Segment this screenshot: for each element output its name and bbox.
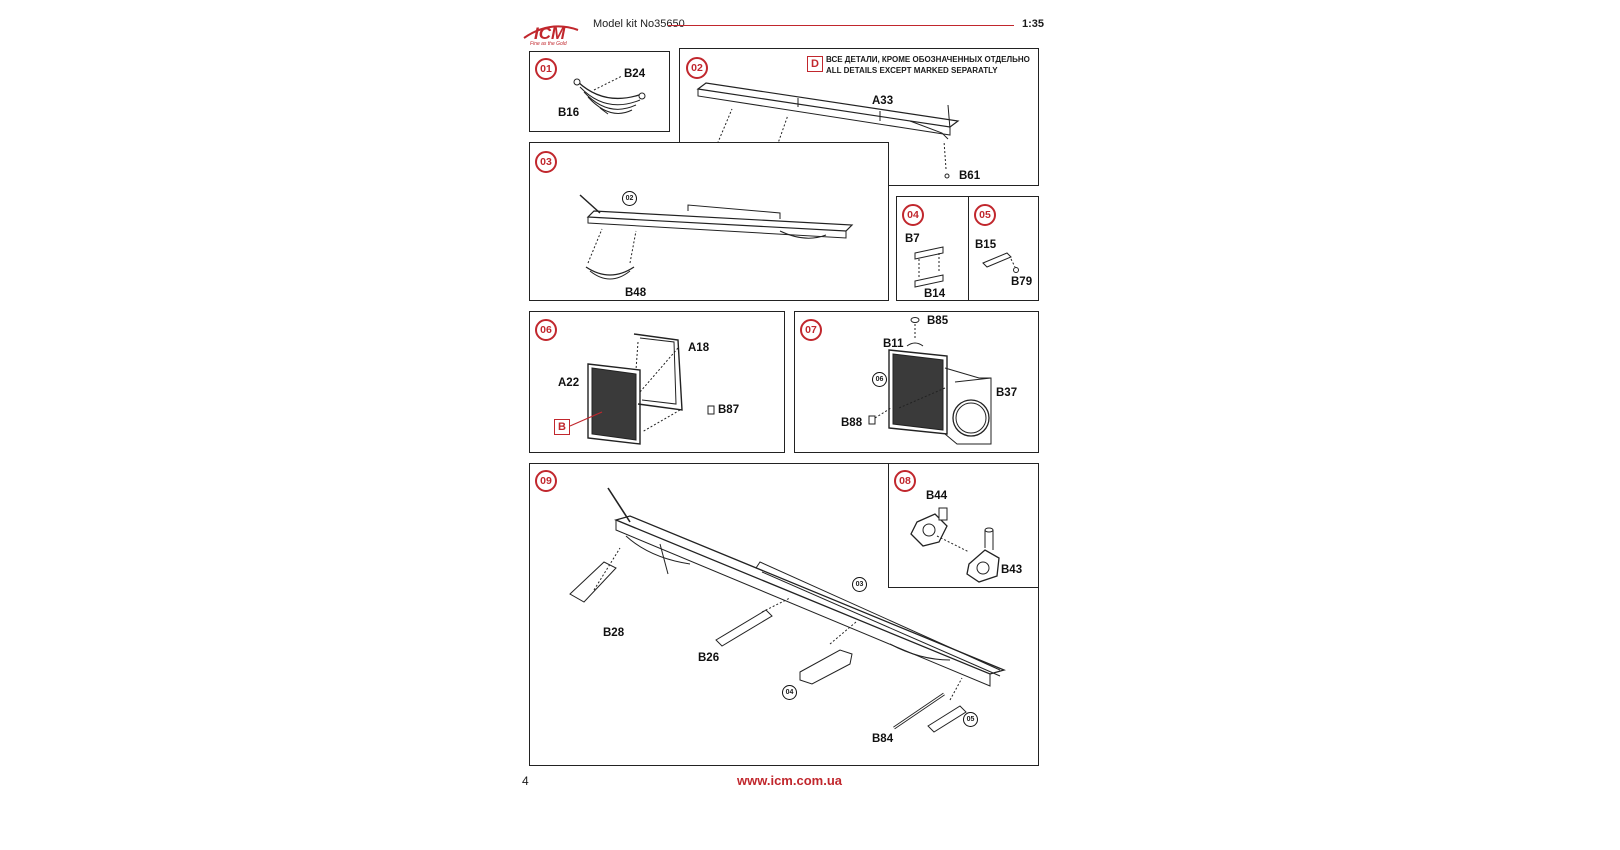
step-07-number: 07	[800, 319, 822, 341]
note-marker: D	[807, 56, 823, 72]
step-08-number: 08	[894, 470, 916, 492]
step-04-number: 04	[902, 204, 924, 226]
part-label-b11: B11	[883, 338, 904, 350]
step-01-panel: 01 B24 B16	[529, 51, 670, 132]
ref-step-03: 03	[852, 577, 867, 592]
part-label-a22: A22	[558, 377, 580, 389]
part-label-b28: B28	[603, 627, 625, 639]
part-label-b85: B85	[927, 315, 949, 327]
part-label-b14: B14	[924, 288, 946, 300]
step-03-panel: 03 02 B48	[529, 142, 889, 301]
radiator-shroud-drawing	[795, 312, 1040, 454]
part-label-b26: B26	[698, 652, 720, 664]
step-03-number: 03	[535, 151, 557, 173]
note-line-en: ALL DETAILS EXCEPT MARKED SEPARATLY	[826, 66, 998, 75]
step-06-panel: 06 A18 A22 B87 B	[529, 311, 785, 453]
kit-number: Model kit No35650	[593, 18, 685, 30]
ref-step-04: 04	[782, 685, 797, 700]
chassis-frame-drawing	[530, 464, 1040, 767]
logo-tagline: Fine as the Gold	[530, 41, 567, 47]
part-label-b79: B79	[1011, 276, 1033, 288]
ref-step-05: 05	[963, 712, 978, 727]
step-04-panel: 04 B7 B14	[896, 196, 970, 301]
part-label-b88: B88	[841, 417, 863, 429]
logo-swoosh-icon	[520, 18, 580, 48]
website-link[interactable]: www.icm.com.ua	[737, 773, 842, 788]
part-label-b84: B84	[872, 733, 894, 745]
step-05-panel: 05 B15 B79	[968, 196, 1039, 301]
note-line-ru: ВСЕ ДЕТАЛИ, КРОМЕ ОБОЗНАЧЕННЫХ ОТДЕЛЬНО	[826, 55, 1030, 64]
step-06-number: 06	[535, 319, 557, 341]
icm-logo: ICM Fine as the Gold	[520, 18, 580, 48]
radiator-drawing	[530, 312, 786, 454]
part-label-b37: B37	[996, 387, 1018, 399]
logo-text: ICM	[534, 24, 566, 43]
frame-rail-assembly-drawing	[530, 143, 890, 302]
step-01-number: 01	[535, 58, 557, 80]
part-label-b48: B48	[625, 287, 647, 299]
part-label-b61: B61	[959, 170, 981, 182]
part-label-b87: B87	[718, 404, 740, 416]
part-label-b15: B15	[975, 239, 997, 251]
step-02-number: 02	[686, 57, 708, 79]
step-05-number: 05	[974, 204, 996, 226]
part-label-b24: B24	[624, 68, 646, 80]
part-label-a18: A18	[688, 342, 710, 354]
bracket-drawing	[969, 197, 1040, 302]
scale-label: 1:35	[1022, 18, 1045, 30]
crossmember-drawing	[897, 197, 971, 302]
header-rule	[668, 25, 1014, 26]
part-label-a33: A33	[872, 95, 894, 107]
step-08-panel: 08 B44 B43	[888, 463, 1039, 588]
page-number: 4	[522, 774, 529, 788]
part-label-b43: B43	[1001, 564, 1023, 576]
step-07-panel: 07 B85 B11 B37 B88 06	[794, 311, 1039, 453]
ref-step-06: 06	[872, 372, 887, 387]
part-label-b44: B44	[926, 490, 948, 502]
step-09-number: 09	[535, 470, 557, 492]
part-label-b7: B7	[905, 233, 920, 245]
fuel-filler-drawing	[889, 464, 1040, 589]
part-label-b16: B16	[558, 107, 580, 119]
ref-step-02: 02	[622, 191, 637, 206]
paint-marker-b: B	[554, 419, 570, 435]
leaf-spring-drawing	[530, 52, 671, 133]
